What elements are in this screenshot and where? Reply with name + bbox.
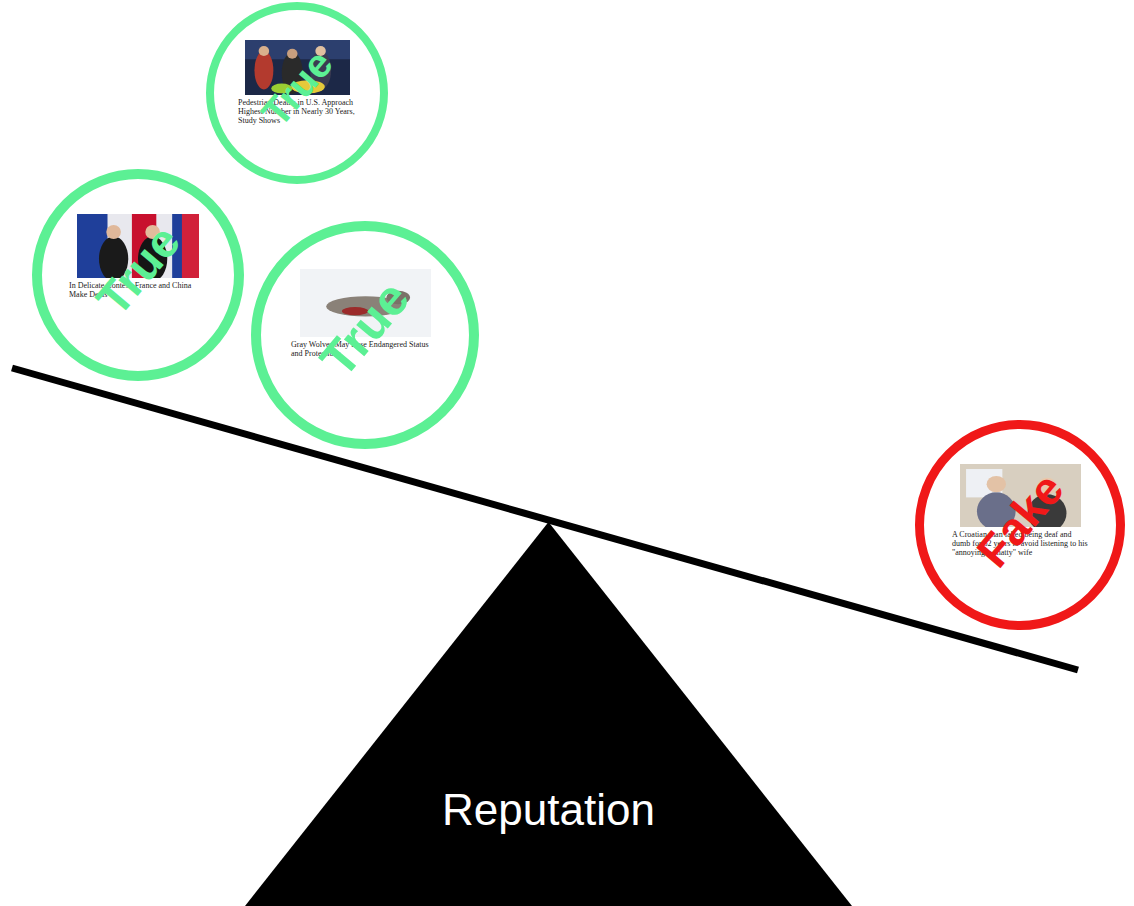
true-news-circle: Gray Wolves May Lose Endangered Status a… [251, 221, 479, 449]
fulcrum-triangle: Reputation [245, 522, 852, 906]
fulcrum-label: Reputation [245, 786, 852, 834]
fulcrum-shape [245, 522, 852, 906]
true-news-circle: In Delicate Contest, France and China Ma… [32, 169, 244, 381]
true-news-circle: Pedestrian Deaths in U.S. Approach Highe… [206, 2, 388, 184]
fake-news-circle: A Croatian man faked being deaf and dumb… [915, 420, 1125, 630]
